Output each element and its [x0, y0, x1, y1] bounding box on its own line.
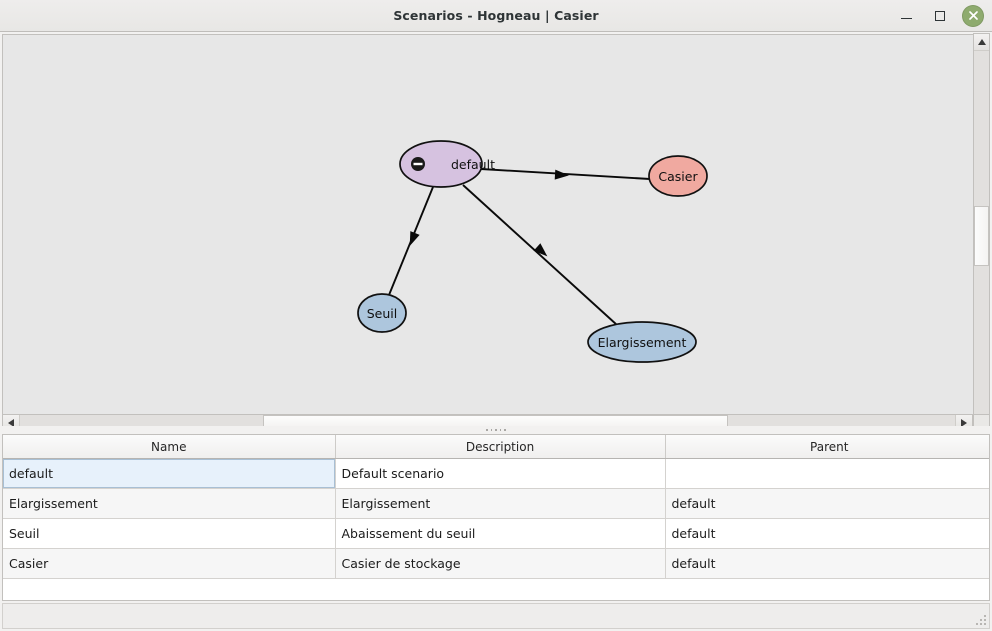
cell-name[interactable]: Seuil	[3, 518, 336, 549]
cell-description[interactable]: Casier de stockage	[335, 548, 666, 579]
cell-name[interactable]: Elargissement	[3, 488, 336, 519]
node-label-default: default	[451, 157, 495, 172]
title-bar[interactable]: Scenarios - Hogneau | Casier	[0, 0, 992, 32]
status-bar	[2, 603, 990, 629]
resize-grip-icon[interactable]	[973, 612, 986, 625]
scenarios-table-panel: Name Description Parent default Default …	[2, 434, 990, 601]
chevron-up-icon	[977, 39, 986, 45]
node-label-elargissement: Elargissement	[598, 335, 687, 350]
cell-parent[interactable]: default	[665, 488, 989, 519]
graph-vscroll-track[interactable]	[974, 51, 989, 415]
column-header-name[interactable]: Name	[3, 435, 336, 459]
scenarios-table: Name Description Parent default Default …	[3, 435, 989, 579]
cell-description[interactable]: Default scenario	[335, 458, 666, 489]
table-header-row: Name Description Parent	[3, 435, 989, 459]
cell-parent[interactable]	[665, 458, 989, 489]
cell-description[interactable]: Abaissement du seuil	[335, 518, 666, 549]
node-shape-casier	[648, 155, 708, 197]
edge-arrow-default-elargissement	[533, 243, 548, 257]
graph-node-default[interactable]: default	[399, 140, 495, 188]
minimize-button[interactable]	[894, 4, 918, 28]
cell-parent[interactable]: default	[665, 548, 989, 579]
scenario-graph: default Casier Seuil Elargissement	[357, 140, 708, 363]
window-title: Scenarios - Hogneau | Casier	[393, 8, 599, 23]
table-row[interactable]: Elargissement Elargissement default	[3, 488, 989, 519]
cell-name[interactable]: default	[3, 458, 336, 489]
window-controls	[894, 0, 984, 31]
maximize-icon	[935, 10, 945, 21]
graph-node-casier[interactable]: Casier	[648, 155, 708, 197]
close-button[interactable]	[962, 4, 984, 27]
graph-node-seuil[interactable]: Seuil	[357, 293, 407, 333]
table-row[interactable]: Seuil Abaissement du seuil default	[3, 518, 989, 549]
maximize-button[interactable]	[928, 4, 952, 28]
cell-description[interactable]: Elargissement	[335, 488, 666, 519]
table-row[interactable]: Casier Casier de stockage default	[3, 548, 989, 579]
chevron-left-icon	[8, 418, 14, 427]
node-shape-default	[399, 140, 483, 188]
edge-default-elargissement	[462, 184, 618, 326]
cell-parent[interactable]: default	[665, 518, 989, 549]
minimize-icon	[900, 18, 912, 19]
node-label-casier: Casier	[658, 169, 698, 184]
column-header-description[interactable]: Description	[335, 435, 666, 459]
chevron-right-icon	[961, 418, 967, 427]
node-shape-elargissement	[587, 321, 697, 363]
edge-arrow-default-seuil	[409, 231, 420, 246]
cell-name[interactable]: Casier	[3, 548, 336, 579]
close-icon	[968, 11, 978, 20]
graph-node-elargissement[interactable]: Elargissement	[587, 321, 697, 363]
graph-vertical-scrollbar[interactable]	[973, 33, 990, 433]
graph-vscroll-thumb[interactable]	[974, 206, 989, 266]
graph-edges	[388, 168, 651, 326]
pane-splitter[interactable]	[0, 426, 992, 434]
minus-circle-icon[interactable]	[411, 157, 425, 171]
node-label-seuil: Seuil	[367, 306, 398, 321]
splitter-grip-icon	[486, 429, 506, 431]
scenario-graph-canvas[interactable]: default Casier Seuil Elargissement	[2, 34, 990, 426]
column-header-parent[interactable]: Parent	[665, 435, 989, 459]
edge-arrow-default-casier	[554, 169, 569, 180]
table-row[interactable]: default Default scenario	[3, 458, 989, 489]
scroll-up-button[interactable]	[974, 34, 989, 51]
table-empty-area[interactable]	[3, 579, 989, 600]
node-shape-seuil	[357, 293, 407, 333]
